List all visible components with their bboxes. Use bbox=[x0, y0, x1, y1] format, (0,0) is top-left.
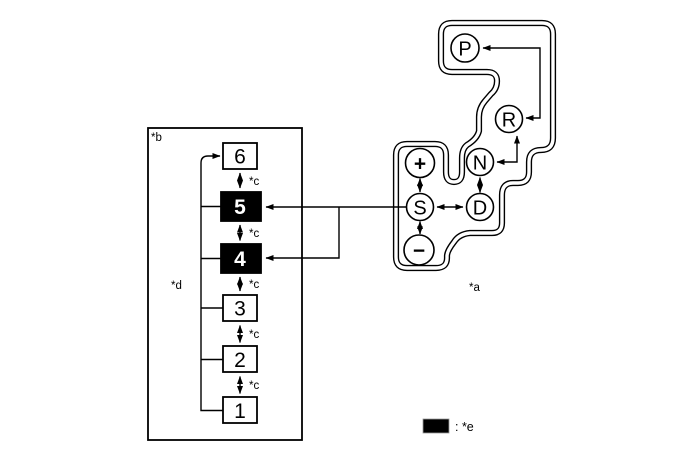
step-label-3: *c bbox=[249, 279, 259, 291]
gate-position-minus-label: − bbox=[413, 240, 425, 263]
gate-position-neutral: N bbox=[465, 147, 495, 177]
gate-position-plus: + bbox=[404, 147, 436, 179]
range-bracket-arrow bbox=[200, 153, 223, 412]
legend: : *e bbox=[422, 418, 474, 434]
gear-box-5-rect bbox=[220, 191, 262, 222]
gear-box-1-number: 1 bbox=[234, 400, 246, 423]
gate-position-reverse: R bbox=[494, 104, 524, 134]
gear-box-2-rect bbox=[222, 345, 258, 373]
step-label-5: *c bbox=[249, 380, 259, 392]
gate-position-sport: S bbox=[405, 192, 435, 222]
gear-box-1: 1 bbox=[222, 396, 258, 424]
gate-position-reverse-label: R bbox=[502, 110, 516, 132]
gate-position-sport-circle bbox=[405, 192, 435, 222]
gear-box-2-number: 2 bbox=[234, 349, 246, 372]
legend-swatch bbox=[422, 418, 450, 434]
gear-box-3-number: 3 bbox=[234, 298, 246, 321]
sequence-frame-label: *b bbox=[151, 132, 162, 144]
step-label-2: *c bbox=[249, 228, 259, 240]
gate-position-drive: D bbox=[465, 192, 495, 222]
arrow-n-r bbox=[496, 135, 520, 165]
gate-label: *a bbox=[469, 282, 480, 294]
gate-position-park-label: P bbox=[458, 39, 471, 61]
gear-box-6-rect bbox=[222, 142, 258, 170]
gear-box-4-rect bbox=[220, 243, 262, 274]
legend-label: : *e bbox=[455, 420, 474, 434]
gate-position-park: P bbox=[450, 33, 480, 63]
gear-box-2: 2 bbox=[222, 345, 258, 373]
gear-box-6: 6 bbox=[222, 142, 258, 170]
gate-position-sport-label: S bbox=[413, 198, 426, 220]
gear-box-6-number: 6 bbox=[234, 146, 246, 169]
arrow-p-r bbox=[482, 45, 541, 121]
gear-box-5-number: 5 bbox=[234, 196, 246, 219]
arrow-s-to-gear4 bbox=[265, 207, 340, 261]
gate-position-minus-circle bbox=[403, 234, 435, 266]
gear-box-4: 4 bbox=[220, 243, 262, 274]
gate-position-reverse-circle bbox=[494, 104, 524, 134]
gate-position-plus-label: + bbox=[414, 153, 426, 176]
gate-position-plus-circle bbox=[404, 147, 436, 179]
gear-box-5: 5 bbox=[220, 191, 262, 222]
step-label-1: *c bbox=[249, 176, 259, 188]
gate-position-neutral-label: N bbox=[473, 153, 487, 175]
gear-box-3-rect bbox=[222, 294, 258, 322]
gate-position-drive-label: D bbox=[473, 198, 487, 220]
gear-box-4-number: 4 bbox=[234, 248, 246, 271]
gate-position-minus: − bbox=[403, 234, 435, 266]
gate-position-neutral-circle bbox=[465, 147, 495, 177]
sequence-frame bbox=[147, 127, 303, 441]
range-label: *d bbox=[171, 280, 182, 292]
gate-position-drive-circle bbox=[465, 192, 495, 222]
gear-box-1-rect bbox=[222, 396, 258, 424]
gear-box-3: 3 bbox=[222, 294, 258, 322]
gate-position-park-circle bbox=[450, 33, 480, 63]
step-label-4: *c bbox=[249, 329, 259, 341]
